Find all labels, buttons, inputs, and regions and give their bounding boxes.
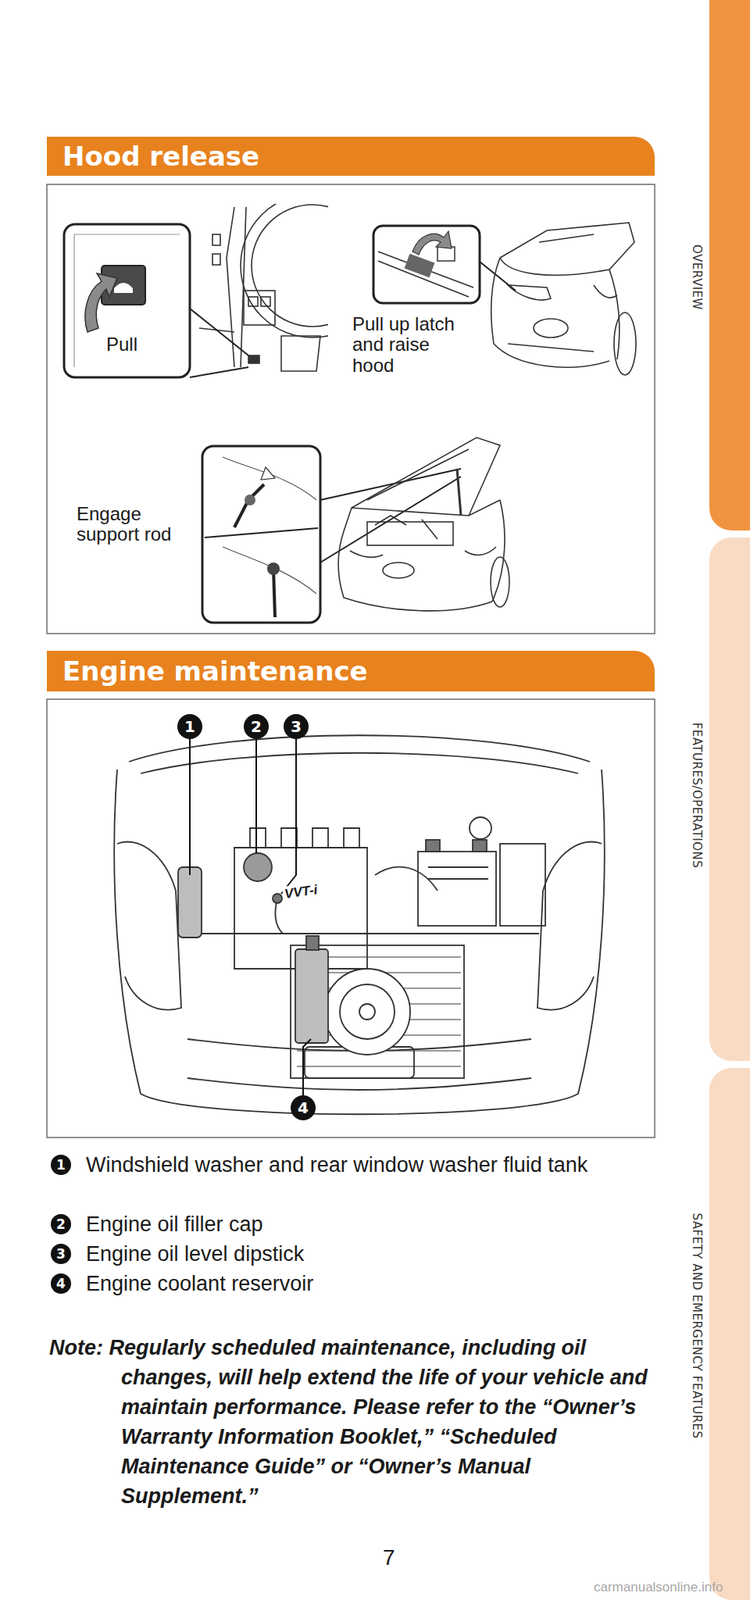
section-banner: Hood release (46, 136, 655, 176)
instruction-label: Pull up latch and raise hood (352, 314, 476, 376)
callout-digit: 4 (297, 1100, 309, 1116)
engine-bay-drawing (114, 735, 605, 1115)
hood-lever-inset (64, 224, 190, 378)
callout-number: 4 (50, 1273, 72, 1294)
latch-inset (373, 225, 480, 304)
callout-digit: 4 (56, 1277, 66, 1291)
callout-number: 2 (50, 1214, 72, 1235)
part-name: Engine oil filler cap (85, 1209, 649, 1240)
hood-panel-frame (46, 184, 655, 634)
part-name: Windshield washer and rear window washer… (85, 1150, 649, 1180)
latch-arrow (412, 231, 452, 255)
instruction-label: Pull (106, 333, 138, 356)
side-tab: FEATURES/OPERATIONS (709, 537, 750, 1061)
watermark: carmanualsonline.info (593, 1579, 723, 1596)
callout-number: 3 (50, 1243, 72, 1265)
callout-digit: 3 (56, 1247, 66, 1261)
instruction-label: Engage support rod (76, 503, 196, 546)
inset-leader (189, 308, 249, 378)
callout-number: 3 (283, 714, 309, 740)
note-text: Note: Regularly scheduled maintenance, i… (49, 1332, 653, 1511)
part-name: Engine coolant reservoir (85, 1268, 649, 1299)
support-rod-inset (202, 446, 321, 623)
inset-trim (74, 234, 180, 368)
tab-label: SAFETY AND EMERGENCY FEATURES (689, 1212, 704, 1439)
car-icon (114, 282, 133, 293)
page-number: 7 (382, 1545, 396, 1571)
part-name: Engine oil level dipstick (85, 1239, 649, 1269)
callout-digit: 2 (56, 1217, 66, 1232)
banner-title: Engine maintenance (62, 655, 368, 687)
engine-panel-frame (46, 699, 655, 1138)
callout-number: 1 (177, 714, 203, 740)
banner-title: Hood release (62, 140, 260, 172)
pull-arrow (85, 273, 118, 333)
callout-number: 2 (243, 714, 269, 740)
callout-digit: 3 (290, 718, 302, 735)
callout-number: 1 (50, 1154, 72, 1175)
callout-digit: 1 (184, 718, 196, 735)
callout-digit: 2 (250, 718, 262, 735)
tab-label: OVERVIEW (689, 244, 704, 311)
tab-label: FEATURES/OPERATIONS (689, 722, 704, 869)
callout-digit: 1 (56, 1158, 66, 1172)
side-tab: SAFETY AND EMERGENCY FEATURES (709, 1067, 750, 1600)
callout-number: 4 (290, 1095, 316, 1121)
section-banner: Engine maintenance (46, 650, 655, 692)
side-tab: OVERVIEW (709, 0, 750, 531)
callout-leaders (189, 739, 311, 1096)
dashboard-drawing (199, 203, 329, 372)
car-front-drawing (491, 222, 636, 375)
car-open-hood-drawing (338, 437, 510, 611)
